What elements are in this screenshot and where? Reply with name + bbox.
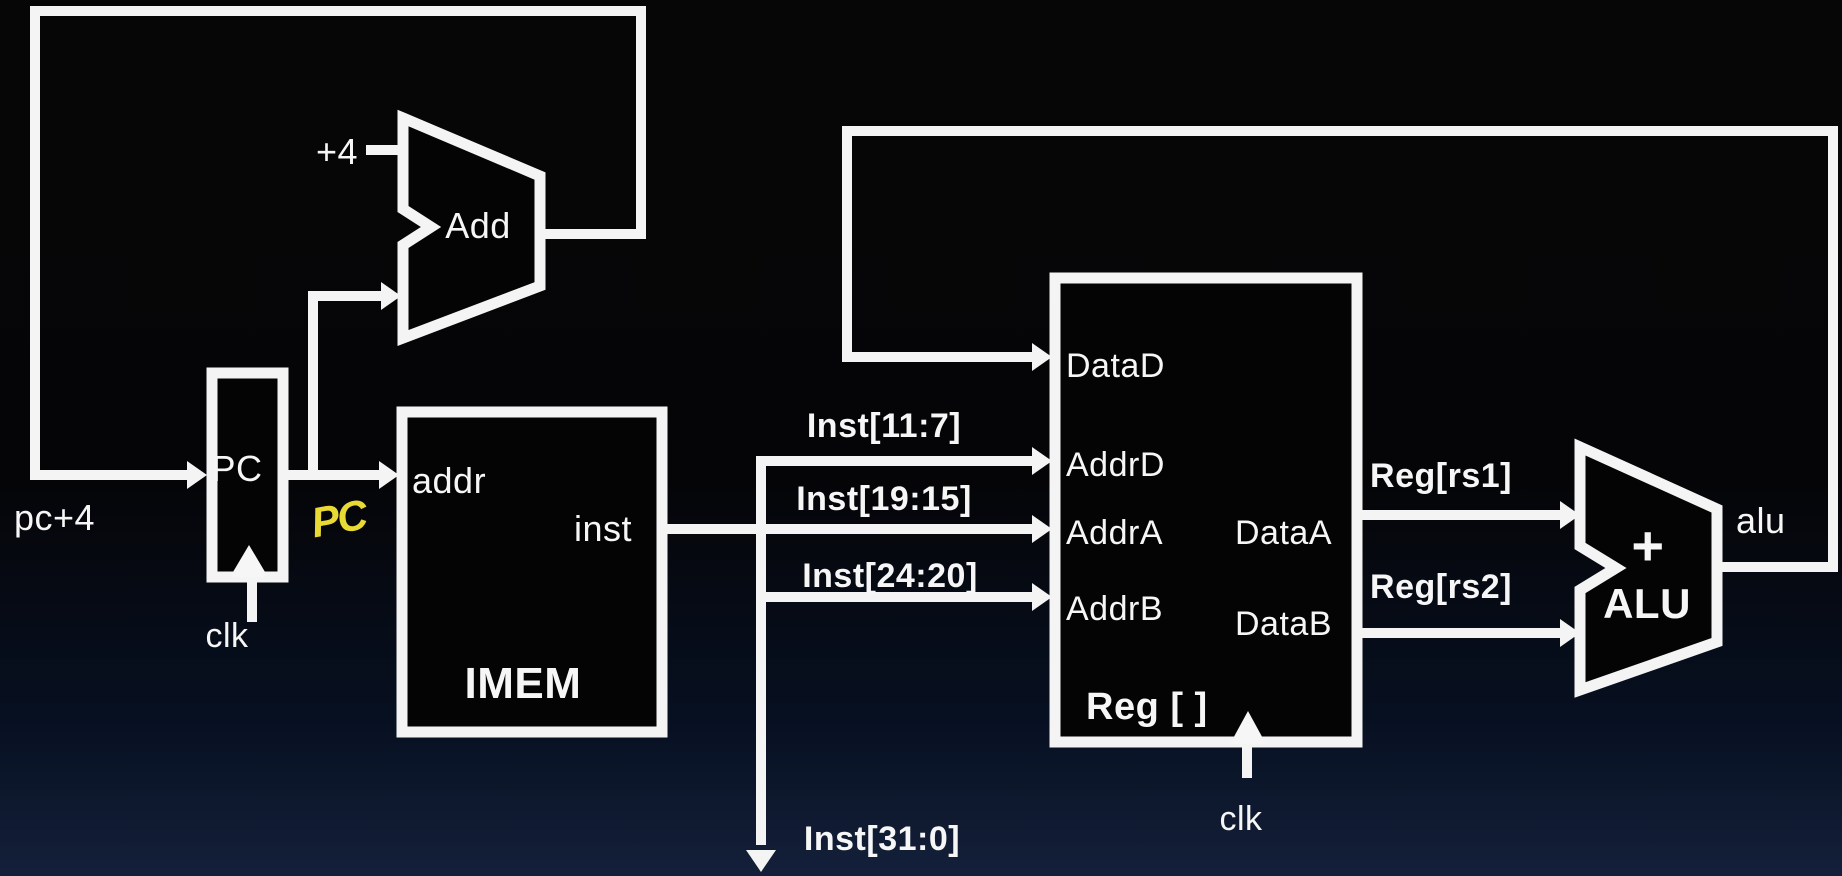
pc-plus4-wire-label: pc+4 <box>14 497 95 538</box>
wire-pc-plus4-loop <box>30 6 646 480</box>
labels: +4 Add PC pc+4 clk addr inst IMEM Inst[1… <box>14 131 1786 858</box>
wire-pc-to-add <box>308 291 384 470</box>
inst-11-7-label: Inst[11:7] <box>807 407 961 445</box>
arrow-into-pc <box>187 461 207 489</box>
arrowheads <box>187 282 1580 872</box>
alu-output-label: alu <box>1736 500 1786 541</box>
pc-clk-label: clk <box>205 617 249 655</box>
arrow-into-datad <box>1032 343 1052 371</box>
arrow-into-addra <box>1032 515 1052 543</box>
regfile-addrd-port-label: AddrD <box>1066 446 1165 484</box>
regfile-clk-triangle <box>1230 711 1266 744</box>
arrow-into-imem-addr <box>379 461 399 489</box>
arrow-inst31-down <box>746 850 776 872</box>
arrow-into-add <box>381 282 401 310</box>
wire-alu-to-datad-loop <box>842 126 1838 572</box>
add-block <box>397 109 546 346</box>
reg-rs2-label: Reg[rs2] <box>1370 568 1512 606</box>
inst-31-0-label: Inst[31:0] <box>804 820 960 858</box>
arrow-into-addrb <box>1032 583 1052 611</box>
inst-24-20-label: Inst[24:20] <box>802 557 978 595</box>
blocks <box>206 109 1723 748</box>
inst-19-15-label: Inst[19:15] <box>796 480 972 518</box>
plus4-label: +4 <box>316 131 358 172</box>
pc-label: PC <box>211 448 262 489</box>
imem-block <box>396 406 668 738</box>
regfile-title: Reg [ ] <box>1086 686 1208 728</box>
handwritten-pc-annotation: PC <box>308 490 372 546</box>
alu-title: ALU <box>1603 580 1691 627</box>
regfile-addra-port-label: AddrA <box>1066 514 1163 552</box>
imem-title: IMEM <box>465 659 582 708</box>
arrow-into-addrd <box>1032 447 1052 475</box>
regfile-clk-label: clk <box>1219 800 1263 838</box>
wires <box>30 6 1838 845</box>
add-label: Add <box>445 205 511 246</box>
wire-inst-bus <box>756 456 1032 845</box>
regfile-block <box>1049 272 1363 748</box>
regfile-addrb-port-label: AddrB <box>1066 590 1163 628</box>
imem-inst-port-label: inst <box>574 508 632 549</box>
pc-clk-triangle <box>230 545 268 577</box>
alu-block <box>1574 438 1723 698</box>
arrow-into-alu-bottom <box>1560 619 1580 647</box>
regfile-datad-port-label: DataD <box>1066 347 1165 385</box>
arrow-into-alu-top <box>1560 501 1580 529</box>
imem-addr-port-label: addr <box>412 460 486 501</box>
alu-op-symbol: + <box>1631 514 1664 577</box>
regfile-datab-port-label: DataB <box>1235 605 1332 643</box>
reg-rs1-label: Reg[rs1] <box>1370 457 1512 495</box>
regfile-dataa-port-label: DataA <box>1235 514 1332 552</box>
